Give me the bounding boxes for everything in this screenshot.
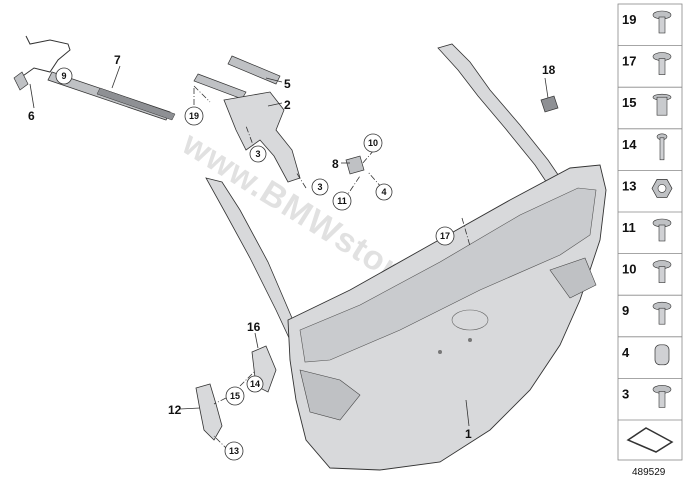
sidebar-number-10: 10 (622, 262, 636, 277)
svg-text:9: 9 (61, 71, 66, 81)
callout-16: 16 (247, 320, 261, 334)
svg-text:19: 19 (189, 111, 199, 121)
collar-screw-icon (652, 301, 672, 325)
sidebar-number-15: 15 (622, 95, 636, 110)
callout-5: 5 (284, 77, 291, 91)
sidebar-row-14: 14 (618, 133, 682, 171)
sidebar-row-13: 13 (618, 178, 682, 213)
callout-labels: 7 5 2 6 8 18 1 12 16 (28, 53, 556, 441)
gas-strut (47, 71, 176, 121)
hex-nut-icon (651, 179, 673, 198)
document-number: 489529 (632, 467, 666, 478)
svg-text:15: 15 (230, 391, 240, 401)
circled-callout-10: 10 (363, 133, 383, 153)
sidebar-number-17: 17 (622, 54, 636, 69)
svg-text:14: 14 (250, 379, 260, 389)
flange-screw-icon (652, 10, 672, 34)
grommet-part (540, 95, 559, 113)
circled-callout-14: 14 (246, 375, 264, 393)
callout-12: 12 (168, 403, 182, 417)
sidebar-number-3: 3 (622, 386, 629, 401)
sidebar-row-11: 11 (618, 218, 682, 255)
buffer-part (345, 155, 365, 175)
circled-callout-11: 11 (332, 191, 352, 211)
svg-text:3: 3 (317, 182, 322, 192)
tailgate-panel (287, 164, 607, 471)
svg-text:4: 4 (381, 187, 386, 197)
sidebar-row-9: 9 (618, 301, 682, 338)
bolt-icon (656, 133, 668, 161)
torx-screw-icon (652, 218, 672, 242)
lock-part (195, 383, 223, 441)
circled-callout-3-upper: 3 (249, 145, 267, 163)
svg-text:10: 10 (368, 138, 378, 148)
sidebar-row-4: 4 (618, 344, 682, 379)
sidebar-number-4: 4 (622, 345, 630, 360)
callout-18: 18 (542, 63, 556, 77)
arrow-bracket-icon (626, 427, 674, 453)
sidebar-row-10: 10 (618, 260, 682, 296)
sidebar-number-14: 14 (622, 137, 637, 152)
svg-text:17: 17 (440, 231, 450, 241)
svg-text:13: 13 (229, 446, 239, 456)
circled-callout-4: 4 (375, 183, 393, 201)
rubber-buffer-icon (654, 344, 670, 366)
sidebar-number-13: 13 (622, 178, 636, 193)
circled-callout-15: 15 (225, 386, 245, 406)
callout-6: 6 (28, 109, 35, 123)
sidebar-number-11: 11 (622, 220, 636, 235)
sidebar-number-9: 9 (622, 303, 629, 318)
circled-callout-3-lower: 3 (311, 178, 329, 196)
svg-text:11: 11 (337, 196, 347, 206)
svg-text:3: 3 (255, 149, 260, 159)
flat-head-screw-icon (652, 260, 672, 283)
washer-screw-icon (652, 385, 672, 408)
callout-2: 2 (284, 98, 291, 112)
fastener-sidebar: 19 17 15 14 13 11 10 9 4 3 489529 (617, 3, 683, 478)
circled-callout-13: 13 (224, 441, 244, 461)
tapping-screw-icon (652, 52, 672, 75)
hinge-assembly (223, 91, 301, 183)
cable-assembly (13, 35, 71, 91)
circled-callout-19: 19 (184, 106, 204, 126)
circled-callouts: 9 19 3 3 10 4 11 17 (55, 67, 455, 461)
expanding-rivet-icon (652, 93, 672, 116)
sidebar-row-17: 17 (618, 52, 682, 88)
sidebar-row-3: 3 (618, 385, 682, 421)
circled-callout-9: 9 (55, 67, 73, 85)
callout-7: 7 (114, 53, 121, 67)
callout-8: 8 (332, 157, 339, 171)
sidebar-row-19: 19 (618, 10, 682, 46)
leader-lines (29, 65, 549, 427)
callout-1: 1 (465, 427, 472, 441)
sidebar-row-15: 15 (618, 93, 682, 130)
circled-callout-17: 17 (435, 226, 455, 246)
sidebar-number-19: 19 (622, 12, 636, 27)
